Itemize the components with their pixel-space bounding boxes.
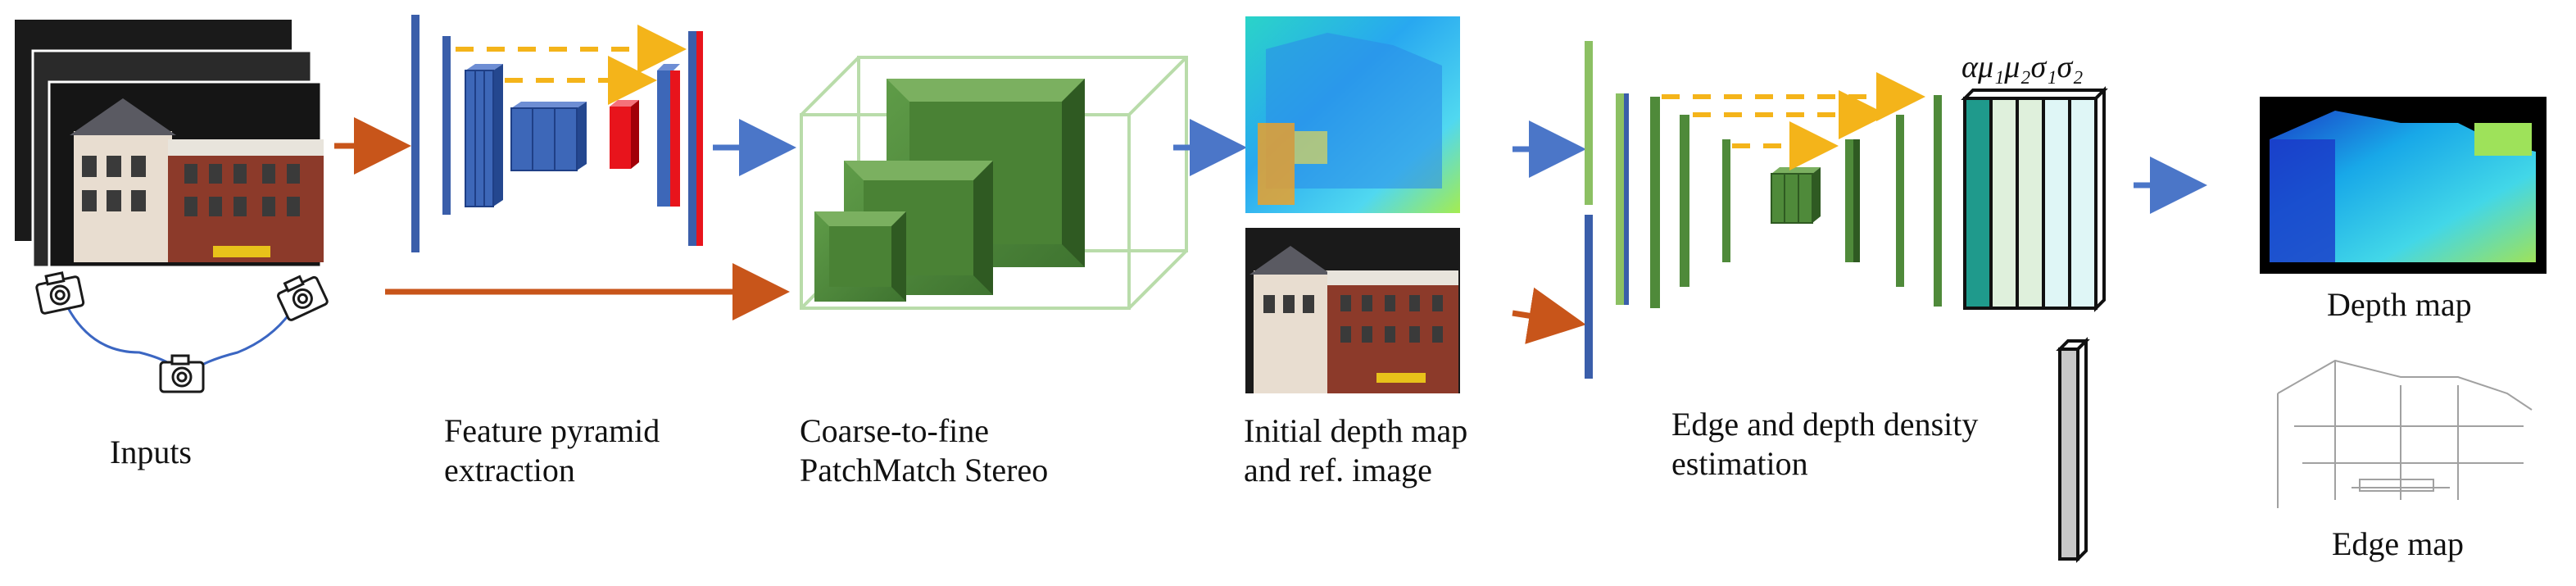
depth-map-image: [2260, 97, 2547, 274]
feature-block-medium: [510, 102, 587, 171]
feature-block-large: [465, 64, 503, 207]
label-edge-map: Edge map: [2332, 525, 2465, 562]
decoder-bar: [1845, 139, 1855, 262]
feature-block-red-large: [657, 64, 680, 207]
label-feature-pyramid: Feature pyramid extraction: [444, 412, 660, 488]
initial-depth-image: [1245, 16, 1460, 213]
decoder-bar: [1853, 139, 1860, 262]
label-initial-depth: Initial depth map and ref. image: [1244, 412, 1468, 488]
label-inputs: Inputs: [110, 434, 192, 470]
encoder-bar: [442, 36, 451, 215]
concat-bar-green: [1616, 93, 1624, 305]
label-edge-depth: Edge and depth density estimation: [1671, 406, 1979, 482]
feature-block-red-small: [610, 100, 639, 169]
edge-depth-network: [1585, 41, 1942, 379]
patchmatch-volume: [800, 56, 1188, 310]
reference-image: [1245, 228, 1460, 393]
param-mu1: [1989, 97, 2019, 310]
param-sigma2: [2068, 97, 2098, 310]
param-alpha: [1963, 97, 1993, 310]
concat-bar-blue: [1624, 93, 1629, 305]
camera-icon: [35, 271, 85, 315]
encoder-bar: [411, 15, 420, 252]
camera-icon: [159, 354, 205, 393]
encoder-bar: [1650, 97, 1660, 308]
output-bar-red: [696, 31, 703, 246]
param-mu2: [2016, 97, 2045, 310]
label-depth-map: Depth map: [2327, 286, 2472, 323]
density-params-block: [1961, 86, 2108, 312]
input-bar-green: [1585, 41, 1593, 205]
encoder-bar: [1680, 115, 1689, 287]
decoder-bar: [1934, 95, 1942, 307]
camera-icon: [277, 275, 329, 321]
edge-map-image: [2260, 341, 2547, 521]
edge-output-bar: [2056, 337, 2090, 563]
label-params: αμ₁μ₂σ₁σ₂: [1961, 50, 2084, 84]
encoder-bar: [1722, 139, 1730, 262]
cost-volume-small: [814, 211, 906, 302]
bottleneck-block: [1771, 167, 1821, 224]
arrow-ref-to-edge-net: [1512, 287, 1586, 344]
feature-pyramid-block: [411, 15, 703, 252]
input-image-front: [48, 80, 324, 269]
decoder-bar: [1896, 115, 1904, 287]
input-image-stack: [15, 20, 324, 269]
param-sigma1: [2042, 97, 2071, 310]
output-bar: [688, 31, 696, 246]
label-patchmatch: Coarse-to-fine PatchMatch Stereo: [800, 412, 1049, 488]
input-bar-blue: [1585, 215, 1593, 379]
camera-rig: [35, 271, 329, 393]
